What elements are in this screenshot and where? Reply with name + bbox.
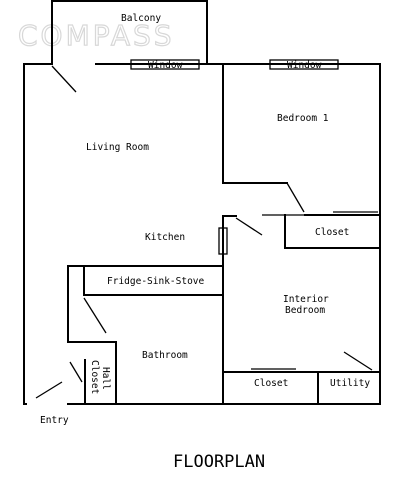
closet-hall-label: Closet — [89, 360, 100, 394]
fridge-sink-stove-counter — [83, 265, 224, 296]
bedroom-closet-label: Closet — [315, 227, 349, 238]
entry-door-swing — [35, 381, 63, 399]
window-right — [269, 59, 339, 70]
living-room-label: Living Room — [86, 142, 149, 153]
balcony-outline — [51, 0, 208, 65]
closet-bottom-label: Closet — [254, 378, 288, 389]
bedroom-closet-outline — [284, 214, 381, 249]
bedroom1-door-swing — [286, 182, 305, 213]
interior-label: Interior — [283, 294, 329, 305]
utility-label: Utility — [330, 378, 370, 389]
balcony-label: Balcony — [121, 13, 161, 24]
window-left — [130, 59, 200, 70]
floorplan-caption: FLOORPLAN — [173, 452, 265, 472]
living-door-swing — [51, 65, 77, 93]
utility-door-swing — [343, 351, 373, 371]
bathroom-label: Bathroom — [142, 350, 188, 361]
kitchen-pass-through — [218, 227, 228, 255]
interior-bedroom-door-swing — [235, 217, 263, 236]
hall-label: Hall — [100, 367, 111, 390]
bedroom-1-label: Bedroom 1 — [277, 113, 329, 124]
window-left-label: Window — [148, 60, 183, 71]
kitchen-label: Kitchen — [145, 232, 185, 243]
bath-door-swing — [83, 297, 107, 334]
entry-label: Entry — [40, 415, 69, 426]
compass-watermark: COMPASS — [18, 19, 175, 52]
hall-closet-door — [69, 361, 83, 383]
fridge-sink-stove-label: Fridge-Sink-Stove — [107, 276, 205, 287]
bedroom-label: Bedroom — [285, 305, 325, 316]
window-right-label: Window — [287, 60, 322, 71]
